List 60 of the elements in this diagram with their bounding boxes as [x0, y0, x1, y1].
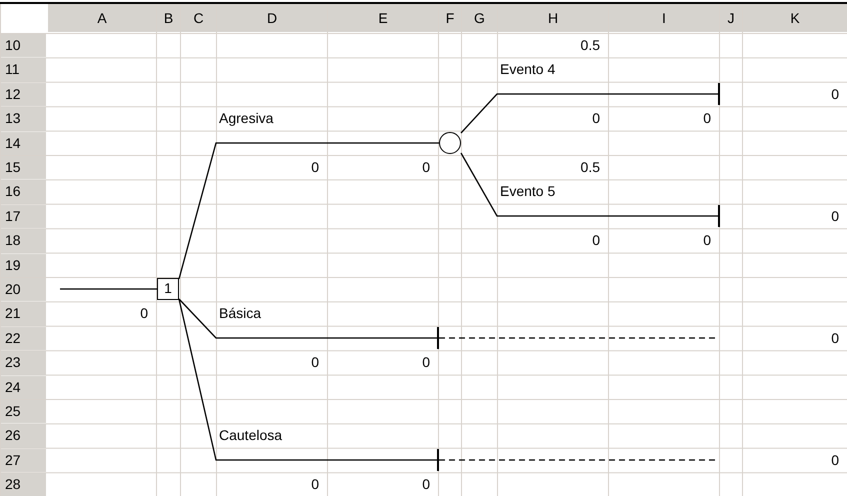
branch-line — [178, 142, 439, 280]
column-header: J — [720, 4, 742, 33]
row-header: 26 — [1, 424, 46, 448]
edge-label: Básica — [219, 305, 262, 322]
column-header: D — [217, 4, 327, 33]
column-header: H — [498, 4, 608, 33]
row-header: 24 — [1, 376, 46, 399]
row-header: 11 — [1, 58, 46, 82]
row-header: 27 — [1, 448, 46, 472]
column-header: B — [157, 4, 180, 33]
column-header: A — [48, 4, 156, 33]
column-header: F — [439, 4, 461, 33]
row-header: 21 — [1, 302, 46, 326]
chance-node-circle — [439, 132, 461, 154]
value-text: 0.5 — [580, 159, 600, 175]
value-text: 0 — [703, 110, 711, 126]
edge-label: Cautelosa — [219, 427, 282, 444]
row-header: 28 — [1, 473, 46, 496]
value-text: 0 — [703, 232, 711, 248]
row-header: 23 — [1, 351, 46, 375]
row-header: 18 — [1, 229, 46, 253]
decision-node-box: 1 — [157, 278, 179, 300]
edge-label: Evento 5 — [500, 183, 556, 200]
value-text: 0 — [831, 330, 839, 346]
branch-line — [60, 288, 157, 290]
value-text: 0 — [311, 159, 319, 175]
row-header: 16 — [1, 180, 46, 204]
value-text: 0 — [592, 110, 600, 126]
row-header: 20 — [1, 278, 46, 302]
value-text: 0 — [831, 452, 839, 468]
value-text: 0 — [592, 232, 600, 248]
row-header: 15 — [1, 156, 46, 180]
branch-line — [460, 93, 718, 134]
column-header: I — [609, 4, 719, 33]
edge-label: Evento 4 — [500, 61, 556, 78]
branch-line — [178, 298, 437, 461]
row-header: 12 — [1, 82, 46, 106]
value-text: 0 — [831, 86, 839, 102]
row-header: 25 — [1, 400, 46, 424]
value-text: 0 — [140, 305, 148, 322]
row-header: 13 — [1, 107, 46, 131]
row-header: 14 — [1, 132, 46, 155]
value-text: 0 — [831, 208, 839, 224]
branch-line — [178, 298, 437, 339]
row-header: 17 — [1, 204, 46, 228]
column-header: E — [328, 4, 438, 33]
row-header: 22 — [1, 326, 46, 350]
branch-line — [460, 152, 718, 217]
value-text: 0 — [311, 354, 319, 370]
value-text: 0 — [422, 476, 430, 492]
column-header: G — [462, 4, 497, 33]
row-header: 10 — [1, 34, 46, 58]
value-text: 0 — [422, 354, 430, 370]
column-header: K — [743, 4, 847, 33]
value-text: 0 — [422, 159, 430, 175]
edge-label: Agresiva — [219, 110, 274, 126]
column-header: C — [181, 4, 216, 33]
row-header: 19 — [1, 254, 46, 277]
value-text: 0 — [311, 476, 319, 492]
value-text: 0.5 — [580, 37, 600, 53]
